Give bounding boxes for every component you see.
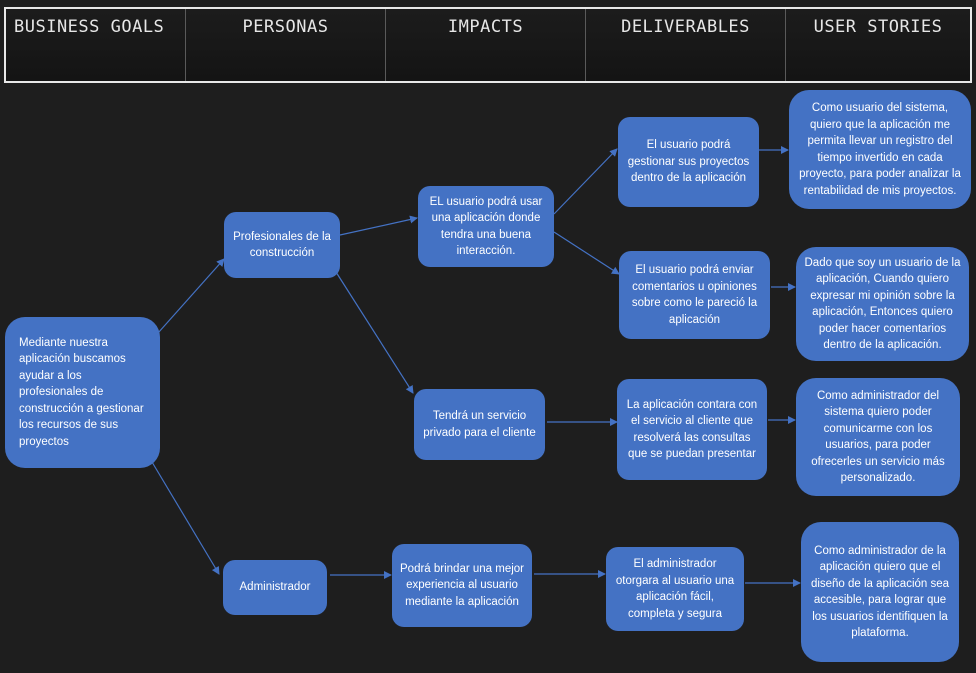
node-impact-experiencia[interactable]: Podrá brindar una mejor experiencia al u… [392,544,532,627]
header-impacts: IMPACTS [386,9,586,81]
arrow-interaccion-to-gestionar [553,148,618,215]
node-story-comunicarme[interactable]: Como administrador del sistema quiero po… [796,378,960,496]
node-story-opinion[interactable]: Dado que soy un usuario de la aplicación… [796,247,969,361]
arrow-goal-to-profesionales [157,258,225,334]
arrow-interaccion-to-comentarios [553,231,620,275]
header-personas: PERSONAS [186,9,386,81]
node-deliverable-servicio-cliente[interactable]: La aplicación contara con el servicio al… [617,379,767,480]
node-persona-profesionales[interactable]: Profesionales de la construcción [224,212,340,278]
arrow-profesionales-to-interaccion [339,215,418,236]
column-header-bar: BUSINESS GOALS PERSONAS IMPACTS DELIVERA… [4,7,972,83]
header-user-stories: USER STORIES [786,9,970,81]
node-deliverable-facil[interactable]: El administrador otorgara al usuario una… [606,547,744,631]
header-business-goals: BUSINESS GOALS [6,9,186,81]
arrow-profesionales-to-servicio [335,271,414,394]
node-impact-servicio[interactable]: Tendrá un servicio privado para el clien… [414,389,545,460]
header-deliverables: DELIVERABLES [586,9,786,81]
node-deliverable-comentarios[interactable]: El usuario podrá enviar comentarios u op… [619,251,770,339]
node-story-accesible[interactable]: Como administrador de la aplicación quie… [801,522,959,662]
node-deliverable-gestionar[interactable]: El usuario podrá gestionar sus proyectos… [618,117,759,207]
node-persona-administrador[interactable]: Administrador [223,560,327,615]
node-business-goal[interactable]: Mediante nuestra aplicación buscamos ayu… [5,317,160,468]
node-impact-interaccion[interactable]: EL usuario podrá usar una aplicación don… [418,186,554,267]
node-story-registro[interactable]: Como usuario del sistema, quiero que la … [789,90,971,209]
arrow-goal-to-administrador [151,461,220,575]
